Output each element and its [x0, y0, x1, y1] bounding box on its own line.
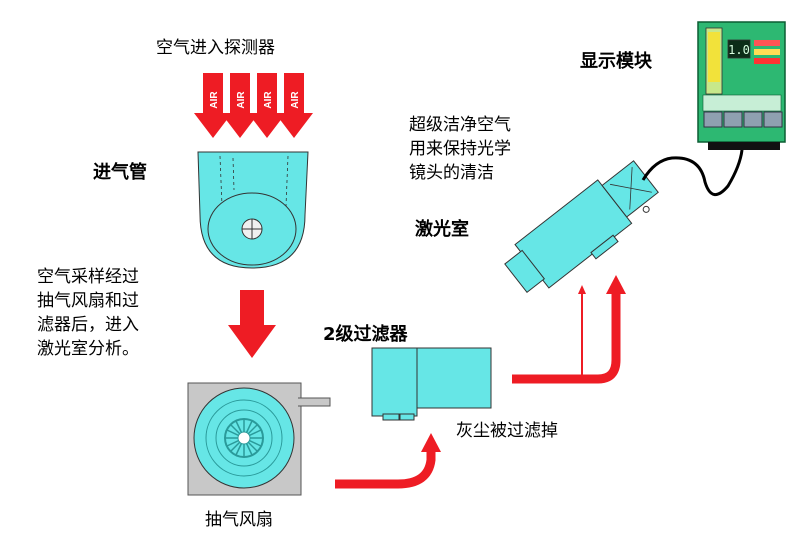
display-module-label: 显示模块 [580, 51, 652, 72]
fan-housing [187, 382, 331, 496]
air-arrow: AIR [194, 73, 232, 138]
dust-label: 灰尘被过滤掉 [456, 421, 558, 441]
display-module: 1.0 [697, 21, 786, 150]
air-badge-label: AIR [290, 91, 301, 109]
laser-chamber-label: 激光室 [415, 219, 469, 240]
laser-chamber [504, 160, 659, 294]
sampling-line: 空气采样经过 [37, 267, 139, 287]
sampling-line: 抽气风扇和过 [37, 291, 139, 311]
fan-label: 抽气风扇 [205, 510, 273, 530]
air-badge-label: AIR [236, 91, 247, 109]
air-entry-label: 空气进入探测器 [156, 38, 275, 58]
air-badge-label: AIR [263, 91, 274, 109]
display-cable [641, 149, 744, 196]
clean-air-line: 镜头的清洁 [409, 163, 494, 183]
air-arrows: AIR AIR AIR AIR [194, 73, 313, 138]
air-arrow: AIR [275, 73, 313, 138]
air-arrow: AIR [248, 73, 286, 138]
clean-air-description: 超级洁净空气 用来保持光学 镜头的清洁 [409, 113, 511, 185]
display-readout-box [727, 39, 751, 59]
clean-air-line: 用来保持光学 [409, 139, 511, 159]
sampling-line: 滤器后，进入 [37, 315, 139, 335]
sampling-line: 激光室分析。 [37, 339, 139, 359]
flow-fan-to-filter [335, 433, 441, 489]
flow-filter-to-laser [512, 275, 626, 384]
filter-unit [371, 347, 492, 421]
sampling-description: 空气采样经过 抽气风扇和过 滤器后，进入 激光室分析。 [37, 265, 139, 361]
inlet-pipe-label: 进气管 [93, 162, 147, 183]
display-readout: 1.0 [728, 43, 750, 57]
filter-label: 2级过滤器 [323, 324, 408, 345]
inlet-pipe [197, 151, 309, 269]
air-badge-label: AIR [209, 91, 220, 109]
down-arrow [228, 290, 276, 358]
air-arrow: AIR [221, 73, 259, 138]
clean-air-line: 超级洁净空气 [409, 115, 511, 135]
